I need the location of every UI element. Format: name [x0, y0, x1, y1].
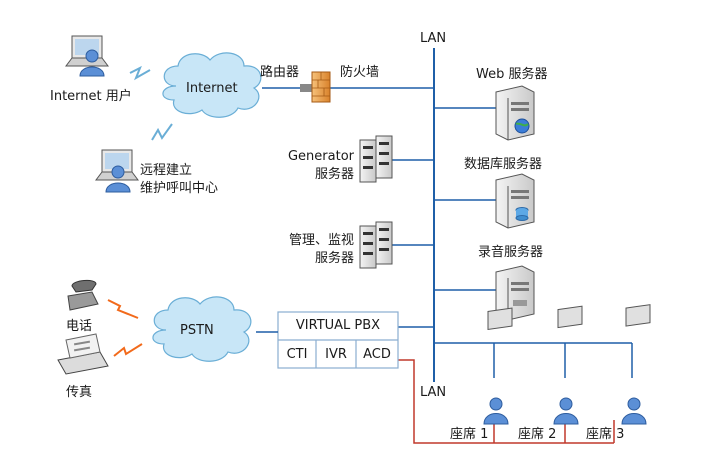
pbx-module-cti: CTI — [286, 347, 308, 362]
firewall-label: 防火墙 — [340, 65, 380, 80]
seat-label-3: 座席 3 — [586, 427, 625, 442]
router-label: 路由器 — [260, 65, 300, 80]
fax-label: 传真 — [66, 385, 93, 400]
virtual-pbx-box — [277, 311, 399, 369]
lan-bottom-label: LAN — [420, 385, 447, 400]
pstn-label: PSTN — [180, 323, 214, 338]
acd-voice-line — [398, 359, 614, 444]
phone-icon — [67, 279, 99, 311]
generator-label-line1: Generator — [287, 149, 354, 164]
seat-label-1: 座席 1 — [450, 427, 489, 442]
monitor-label-line1: 管理、监视 — [288, 233, 354, 248]
link-zigzag-remote-center — [151, 123, 173, 141]
internet-cloud — [162, 52, 262, 118]
lan-top-label: LAN — [420, 31, 447, 46]
db-server-label: 数据库服务器 — [464, 157, 543, 172]
generator-server-icon — [359, 135, 393, 183]
virtual-pbx-label: VIRTUAL PBX — [295, 318, 381, 333]
database-server-icon — [495, 173, 535, 229]
monitor-label-line2: 服务器 — [314, 251, 354, 266]
router-icon — [300, 84, 312, 92]
internet-cloud-label: Internet — [186, 81, 238, 96]
fax-icon — [57, 333, 109, 375]
phone-label: 电话 — [66, 319, 93, 334]
link-zigzag-phone — [107, 299, 139, 319]
seat-agent-icon-1 — [483, 307, 513, 425]
firewall-icon — [311, 71, 331, 103]
seat-label-2: 座席 2 — [518, 427, 557, 442]
generator-label-line2: 服务器 — [314, 167, 354, 182]
internet-user-label: Internet 用户 — [50, 89, 132, 104]
remote-center-label-line2: 维护呼叫中心 — [140, 181, 219, 196]
web-server-icon — [495, 85, 535, 141]
audio-server-label: 录音服务器 — [478, 245, 544, 260]
monitor-server-icon — [359, 221, 393, 269]
pstn-cloud — [152, 296, 252, 362]
pbx-module-ivr: IVR — [325, 347, 347, 362]
pbx-module-acd: ACD — [363, 347, 391, 362]
link-zigzag-fax — [113, 343, 143, 357]
link-zigzag-internet-user — [129, 65, 151, 81]
internet-user-icon — [65, 35, 109, 77]
remote-center-label-line1: 远程建立 — [140, 163, 193, 178]
seat-agent-icon-3 — [621, 304, 651, 425]
remote-center-user-icon — [95, 149, 139, 193]
seat-agent-icon-2 — [553, 305, 583, 425]
web-server-label: Web 服务器 — [476, 67, 548, 82]
